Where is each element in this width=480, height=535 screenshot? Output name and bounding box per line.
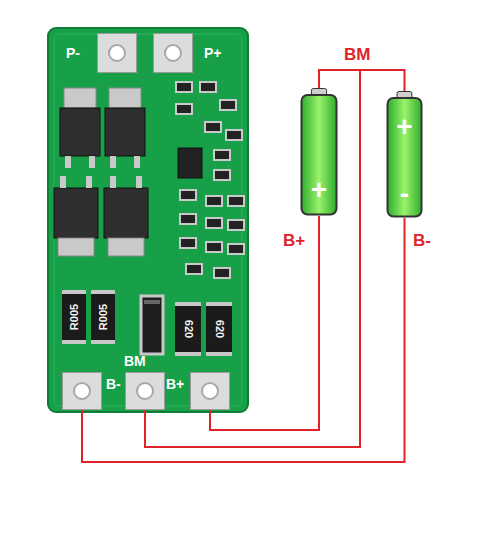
mosfet bbox=[104, 176, 148, 256]
pad-label: P- bbox=[66, 46, 80, 60]
pad-label: B- bbox=[106, 377, 121, 391]
terminal-pad: BM bbox=[125, 372, 165, 410]
smd-part bbox=[214, 150, 230, 160]
terminal-pad: P- bbox=[97, 33, 137, 73]
smd-part bbox=[180, 214, 196, 224]
pcb-board bbox=[48, 28, 248, 412]
smd-part bbox=[205, 122, 221, 132]
smd-part bbox=[180, 190, 196, 200]
smd-part bbox=[228, 220, 244, 230]
diode bbox=[141, 296, 163, 354]
resistor: R005 bbox=[62, 290, 86, 344]
part-marking: 620 bbox=[183, 320, 194, 338]
polarity-mark: + bbox=[311, 176, 327, 204]
smd-part bbox=[228, 244, 244, 254]
battery-cell: + bbox=[300, 88, 338, 216]
pad-label: BM bbox=[124, 354, 146, 368]
terminal-pad: B- bbox=[62, 372, 102, 410]
smd-part bbox=[176, 82, 192, 92]
mosfet bbox=[105, 88, 145, 168]
wire bbox=[82, 218, 405, 462]
smd-part bbox=[206, 218, 222, 228]
ic-chip bbox=[178, 148, 202, 178]
smd-part bbox=[214, 170, 230, 180]
smd-components bbox=[176, 82, 244, 278]
smd-part bbox=[180, 238, 196, 248]
terminal-pad: B+ bbox=[190, 372, 230, 410]
pcb-edge bbox=[54, 34, 242, 406]
smd-part bbox=[176, 104, 192, 114]
smd-part bbox=[226, 130, 242, 140]
pad-label: P+ bbox=[204, 46, 222, 60]
smd-part bbox=[228, 196, 244, 206]
mosfet bbox=[60, 88, 100, 168]
smd-part bbox=[220, 100, 236, 110]
part-marking: R005 bbox=[98, 304, 109, 330]
wire bbox=[145, 70, 360, 447]
terminal-name: B- bbox=[413, 232, 431, 249]
smd-part bbox=[206, 196, 222, 206]
smd-part bbox=[206, 242, 222, 252]
terminal-name: BM bbox=[344, 46, 370, 63]
smd-part bbox=[186, 264, 202, 274]
smd-part bbox=[214, 268, 230, 278]
smd-part bbox=[200, 82, 216, 92]
polarity-mark: + bbox=[396, 113, 412, 141]
wire bbox=[145, 70, 405, 447]
pad-label: B+ bbox=[166, 377, 184, 391]
terminal-name: B+ bbox=[283, 232, 305, 249]
battery-cell: +- bbox=[386, 91, 423, 218]
part-marking: R005 bbox=[69, 304, 80, 330]
pcb-node: P-P+R005R005620620B-BMB+ bbox=[48, 28, 248, 412]
terminal-pad: P+ bbox=[153, 33, 193, 73]
resistor: R005 bbox=[91, 290, 115, 344]
part-marking: 620 bbox=[214, 320, 225, 338]
resistor: 620 bbox=[175, 302, 201, 356]
resistor: 620 bbox=[206, 302, 232, 356]
mosfet bbox=[54, 176, 98, 256]
polarity-mark: - bbox=[400, 180, 409, 208]
